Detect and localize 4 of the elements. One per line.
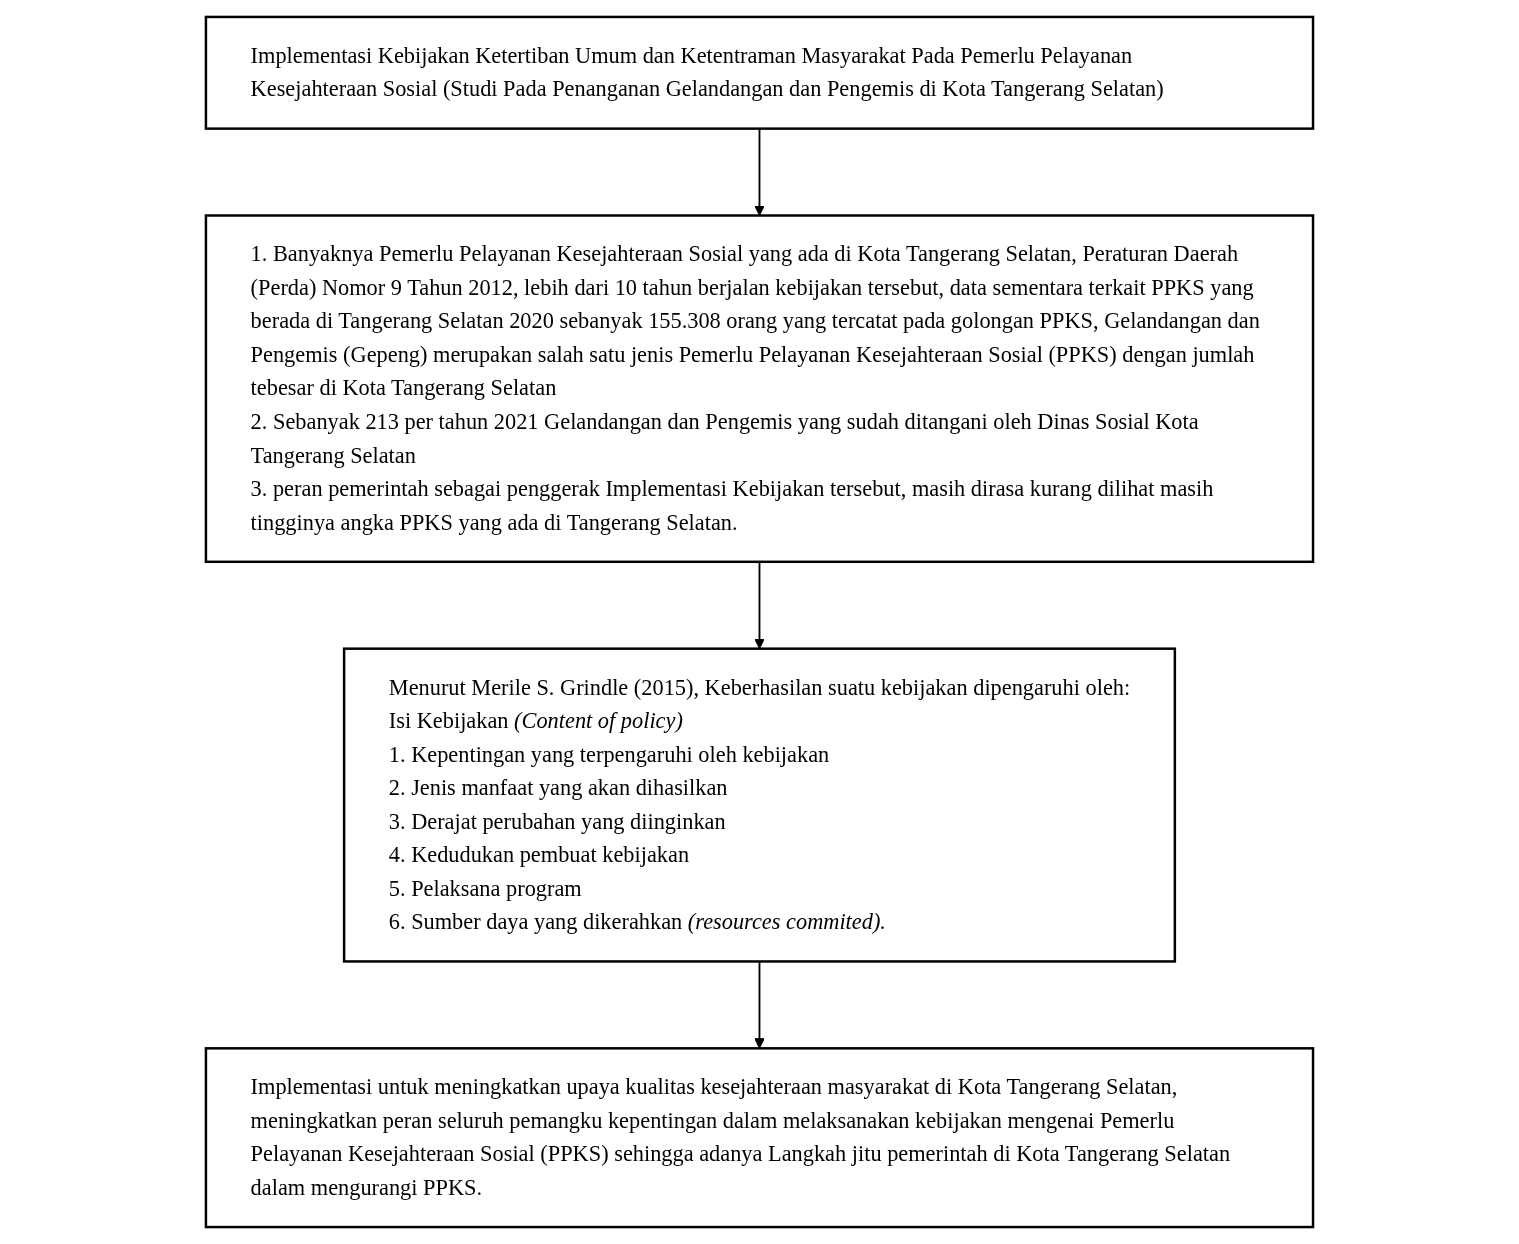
node-box: Menurut Merile S. Grindle (2015), Keberhasilan suatu kebijakan dipengaruhi oleh: Isi Kebijakan (Content of policy) 1. Kepentingan yang terpengaruhi oleh kebijakan 2. Jenis manfaat yang akan dihasilkan 3. Derajat perubahan yang diinginkan 4. Kedudukan pembuat kebijakan 5. Pelaksana program 6. Sumber daya yang dikerahkan (resources commited). <box>342 647 1177 963</box>
node-box: 1. Banyaknya Pemerlu Pelayanan Kesejahteraan Sosial yang ada di Kota Tangerang Selatan, Peraturan Daerah (Perda) Nomor 9 Tahun 2012, lebih dari 10 tahun berjalan kebijakan tersebut, data sementara terkait PPKS yang berada di Tangerang Selatan 2020 sebanyak 155.308 orang yang tercatat pada golongan PPKS, Gelandangan dan Pengemis (Gepeng) merupakan salah satu jenis Pemerlu Pelayanan Kesejahteraan Sosial (PPKS) dengan jumlah tebesar di Kota Tangerang Selatan 2. Sebanyak 213 per tahun 2021 Gelandangan dan Pengemis yang sudah ditangani oleh Dinas Sosial Kota Tangerang Selatan 3. peran pemerintah sebagai penggerak Implementasi Kebijakan tersebut, masih dirasa kurang dilihat masih tingginya angka PPKS yang ada di Tangerang Selatan. <box>204 214 1315 564</box>
node-box: Implementasi Kebijakan Ketertiban Umum dan Ketentraman Masyarakat Pada Pemerlu Pelayanan Kesejahteraan Sosial (Studi Pada Penanganan Gelandangan dan Pengemis di Kota Tangerang Selatan) <box>204 15 1315 130</box>
node-box: Implementasi untuk meningkatkan upaya kualitas kesejahteraan masyarakat di Kota Tangerang Selatan, meningkatkan peran seluruh pemangku kepentingan dalam melaksanakan kebijakan mengenai Pemerlu Pelayanan Kesejahteraan Sosial (PPKS) sehingga adanya Langkah jitu pemerintah di Kota Tangerang Selatan dalam mengurangi PPKS. <box>204 1047 1315 1229</box>
